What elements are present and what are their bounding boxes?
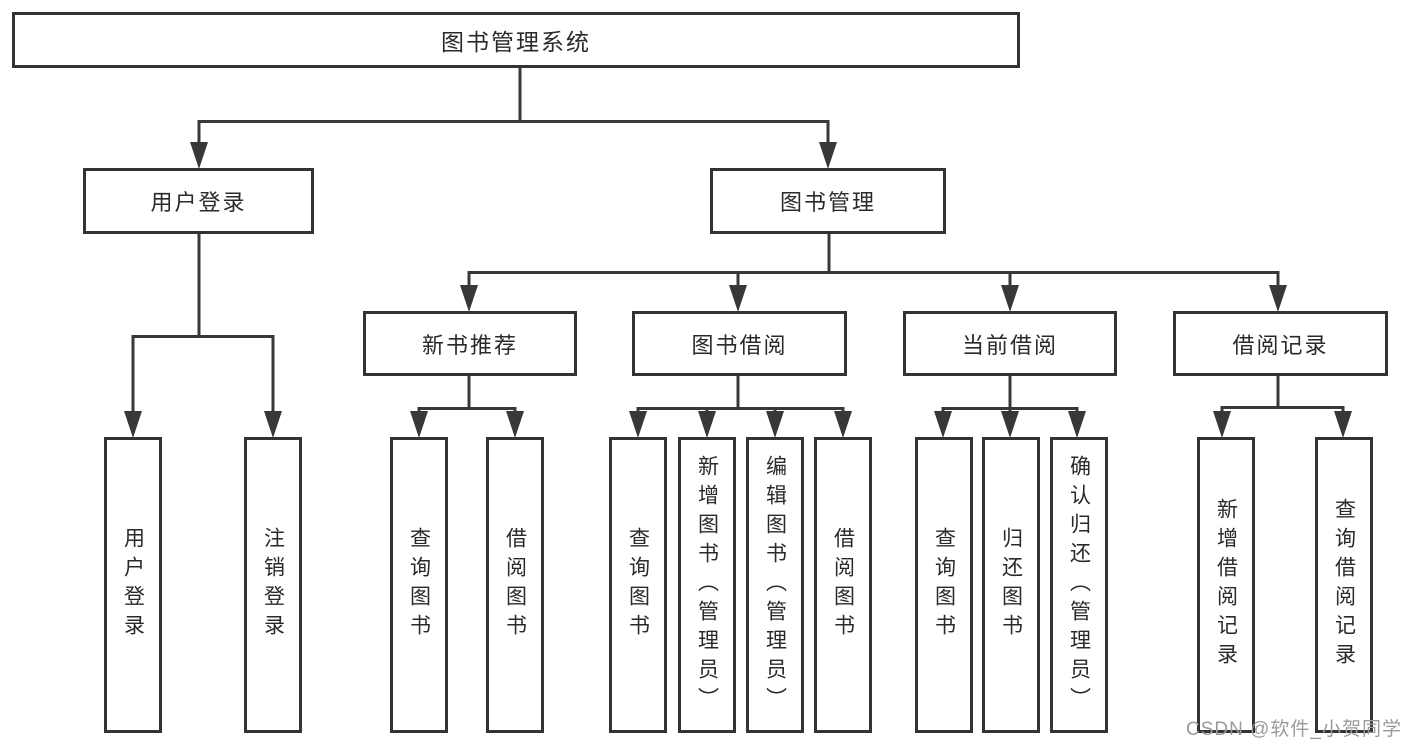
node-label: 当前借阅 <box>961 332 1058 358</box>
csdn-watermark: CSDN @软件_小贺同学 <box>1186 719 1402 740</box>
node-label: 查询图书 <box>407 527 431 643</box>
node-book-management: 图书管理 <box>710 168 946 234</box>
node-label: 编辑图书（管理员） <box>763 454 787 716</box>
node-label: 图书管理 <box>779 190 876 215</box>
connector-currentborrow-to-leaves <box>934 376 1086 438</box>
node-leaf-query-book-3: 查询图书 <box>915 437 973 733</box>
node-label: 新增图书（管理员） <box>695 454 719 716</box>
connector-borrowrecord-to-leaves <box>1213 376 1352 438</box>
node-label: 确认归还（管理员） <box>1067 454 1091 716</box>
node-label: 注销登录 <box>261 527 285 643</box>
connector-userlogin-to-leaves <box>124 233 282 438</box>
node-root-library-system: 图书管理系统 <box>12 12 1020 68</box>
node-leaf-query-book-1: 查询图书 <box>390 437 448 733</box>
node-label: 借阅记录 <box>1232 332 1329 358</box>
node-leaf-return-book: 归还图书 <box>982 437 1040 733</box>
node-leaf-borrow-book-1: 借阅图书 <box>486 437 544 733</box>
node-leaf-logout: 注销登录 <box>244 437 302 733</box>
node-leaf-borrow-book-2: 借阅图书 <box>814 437 872 733</box>
node-current-borrow: 当前借阅 <box>903 311 1117 376</box>
node-label: 归还图书 <box>999 527 1023 643</box>
node-label: 用户登录 <box>121 527 145 643</box>
node-label: 查询图书 <box>626 527 650 643</box>
node-book-borrow: 图书借阅 <box>632 311 847 376</box>
node-label: 新书推荐 <box>421 332 518 358</box>
node-label: 图书管理系统 <box>441 29 591 55</box>
node-leaf-confirm-return-admin: 确认归还（管理员） <box>1050 437 1108 733</box>
node-label: 图书借阅 <box>691 332 788 358</box>
node-leaf-query-borrow-record: 查询借阅记录 <box>1315 437 1373 733</box>
node-leaf-edit-book-admin: 编辑图书（管理员） <box>746 437 804 733</box>
node-leaf-add-borrow-record: 新增借阅记录 <box>1197 437 1255 733</box>
connector-bookborrow-to-leaves <box>629 375 852 438</box>
node-leaf-user-login: 用户登录 <box>104 437 162 733</box>
node-label: 查询借阅记录 <box>1332 498 1356 672</box>
node-label: 新增借阅记录 <box>1214 498 1238 672</box>
connector-root-to-level2 <box>190 66 837 169</box>
node-label: 查询图书 <box>932 527 956 643</box>
connector-newbook-to-leaves <box>410 375 524 438</box>
node-new-book-recommend: 新书推荐 <box>363 311 577 376</box>
node-leaf-query-book-2: 查询图书 <box>609 437 667 733</box>
node-leaf-add-book-admin: 新增图书（管理员） <box>678 437 736 733</box>
node-borrow-record: 借阅记录 <box>1173 311 1388 376</box>
node-label: 借阅图书 <box>831 527 855 643</box>
node-user-login: 用户登录 <box>83 168 314 234</box>
node-label: 借阅图书 <box>503 527 527 643</box>
connector-bookmgmt-to-level3 <box>460 233 1287 312</box>
node-label: 用户登录 <box>150 190 247 215</box>
